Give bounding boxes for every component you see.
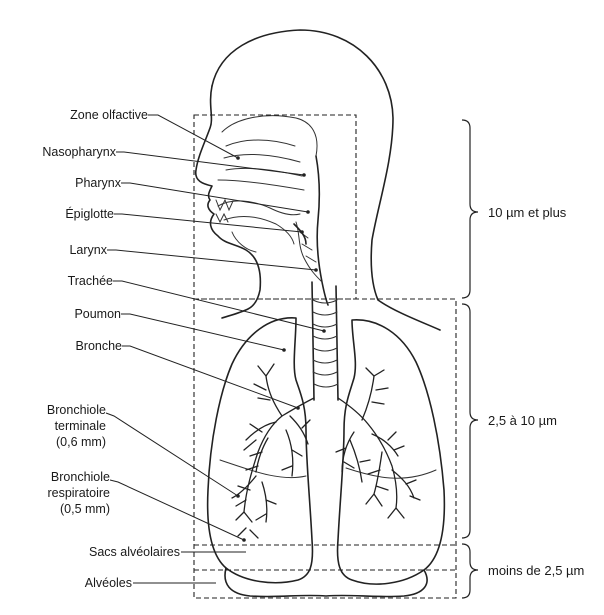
left-bronchial-tree	[232, 364, 314, 538]
range-label-middle: 2,5 à 10 µm	[488, 413, 557, 428]
label-bronchiole-respiratoire-3: (0,5 mm)	[60, 502, 110, 516]
lower-airway-region	[194, 299, 456, 598]
leader-nasopharynx	[116, 152, 304, 175]
body-silhouette	[196, 30, 440, 330]
trachea	[312, 282, 338, 400]
middle-range-brace	[462, 304, 478, 538]
label-bronchiole-terminale-2: terminale	[55, 419, 106, 433]
leader-trachee	[113, 281, 324, 331]
leader-poumon	[121, 314, 284, 350]
label-trachee: Trachée	[68, 274, 113, 288]
label-epiglotte: Épiglotte	[65, 206, 114, 221]
range-labels: 10 µm et plus 2,5 à 10 µm moins de 2,5 µ…	[488, 205, 584, 578]
pharynx-wall	[316, 156, 328, 305]
head-back-outline	[212, 30, 440, 330]
label-zone-olfactive: Zone olfactive	[70, 108, 148, 122]
lower-range-brace	[462, 544, 478, 598]
lungs-group	[208, 282, 445, 597]
label-alveoles: Alvéoles	[85, 576, 132, 590]
leader-larynx	[107, 250, 316, 270]
leader-bronche	[122, 346, 298, 408]
anatomy-labels: Zone olfactive Nasopharynx Pharynx Épigl…	[42, 108, 180, 590]
label-pharynx: Pharynx	[75, 176, 122, 190]
nasal-cavity	[218, 116, 317, 190]
right-lung	[338, 320, 445, 584]
range-braces	[462, 120, 478, 598]
right-bronchial-tree	[336, 368, 420, 518]
label-poumon: Poumon	[74, 307, 121, 321]
label-bronche: Bronche	[75, 339, 122, 353]
leader-zone-olfactive	[148, 115, 238, 158]
label-larynx: Larynx	[69, 243, 107, 257]
upper-range-brace	[462, 120, 478, 298]
leader-bronchiole-terminale	[106, 413, 238, 496]
leader-bronchiole-respiratoire	[110, 480, 244, 540]
label-nasopharynx: Nasopharynx	[42, 145, 116, 159]
label-bronchiole-terminale-1: Bronchiole	[47, 403, 106, 417]
trachea-rings	[313, 300, 338, 387]
label-bronchiole-terminale-3: (0,6 mm)	[56, 435, 106, 449]
range-label-upper: 10 µm et plus	[488, 205, 567, 220]
region-boxes	[194, 115, 456, 598]
leader-pharynx	[121, 183, 308, 212]
label-bronchiole-respiratoire-1: Bronchiole	[51, 470, 110, 484]
label-sacs-alveolaires: Sacs alvéolaires	[89, 545, 180, 559]
leader-lines	[106, 115, 326, 583]
range-label-lower: moins de 2,5 µm	[488, 563, 584, 578]
epiglottis-shape	[294, 224, 306, 244]
left-lung	[208, 318, 313, 583]
label-bronchiole-respiratoire-2: respiratoire	[47, 486, 110, 500]
